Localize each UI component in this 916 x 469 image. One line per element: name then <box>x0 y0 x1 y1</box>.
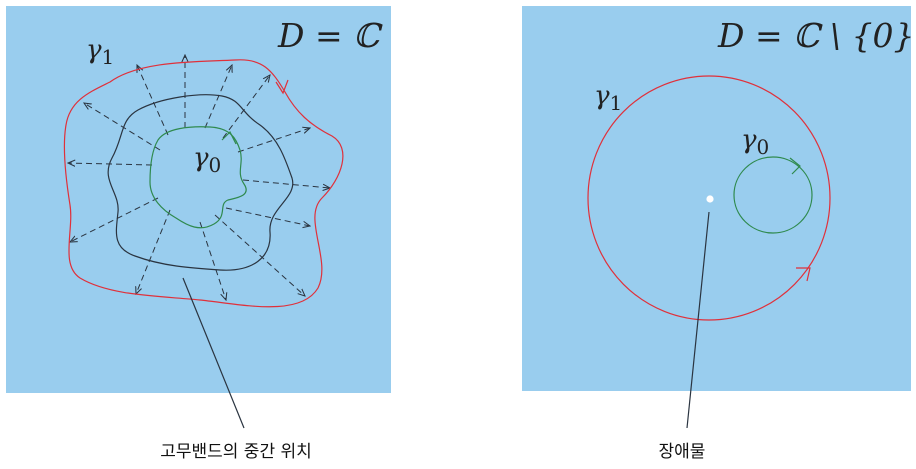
deformation-arrow <box>214 214 305 296</box>
gamma1-direction-arrow-icon <box>275 79 289 95</box>
left-caption-pointer <box>182 277 245 429</box>
right-caption-pointer <box>686 211 710 429</box>
deformation-arrow <box>136 209 171 294</box>
deformation-arrow <box>84 103 161 151</box>
deformation-arrow <box>237 128 310 153</box>
deformation-arrow <box>137 65 169 136</box>
deformation-arrow <box>204 65 232 129</box>
right-panel: D = ℂ \ {0} γ1 γ0 장애물 <box>522 6 914 462</box>
gamma0-circle <box>733 156 813 234</box>
deformation-arrow <box>199 221 226 300</box>
left-caption: 고무밴드의 중간 위치 <box>160 442 312 462</box>
left-domain-background <box>6 6 391 393</box>
gamma0-curve <box>149 126 247 229</box>
gamma0-direction-arrow-icon <box>789 157 801 175</box>
deformation-arrow <box>225 207 310 226</box>
gamma1-curve <box>63 59 344 308</box>
deformation-arrow <box>222 75 270 139</box>
deformation-arrow <box>70 197 159 242</box>
middle-curve <box>107 94 294 271</box>
right-domain-label: D = ℂ \ {0} <box>717 16 914 55</box>
left-panel: D = ℂ γ1 γ0 고무밴드의 중간 위치 <box>6 6 391 462</box>
right-caption: 장애물 <box>659 442 706 462</box>
gamma0-direction-arrow-icon <box>221 130 237 145</box>
right-domain-background <box>522 6 911 391</box>
gamma1-circle <box>587 75 831 321</box>
deformation-arrow <box>242 179 330 188</box>
left-domain-label: D = ℂ <box>277 16 383 55</box>
obstacle-point <box>706 195 714 203</box>
gamma1-direction-arrow-icon <box>796 267 811 282</box>
left-gamma0-label: γ0 <box>193 143 221 177</box>
deformation-arrows <box>68 55 330 300</box>
